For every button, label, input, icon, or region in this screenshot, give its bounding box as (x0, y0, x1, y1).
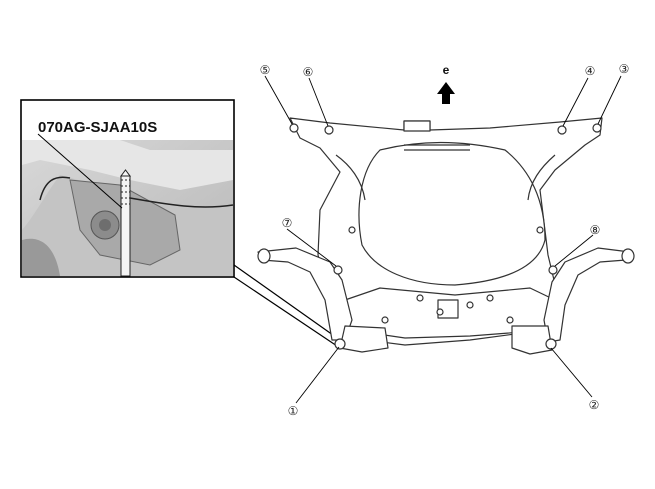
direction-label: e (443, 63, 450, 77)
front-subframe (257, 117, 635, 355)
front-direction-arrow: e (437, 63, 455, 104)
inset-connector (233, 264, 341, 347)
callout-3: ③ (619, 62, 630, 76)
callouts (264, 75, 622, 404)
callout-5: ⑤ (260, 63, 271, 77)
alignment-pin-icon (120, 169, 131, 277)
callout-2: ② (589, 398, 600, 412)
callout-4: ④ (585, 64, 596, 78)
detail-inset: 070AG-SJAA10S (20, 99, 235, 278)
callout-8: ⑧ (590, 223, 601, 237)
tool-label: 070AG-SJAA10S (38, 119, 157, 136)
tool-label-leader (37, 133, 123, 209)
callout-1: ① (288, 404, 299, 418)
callout-6: ⑥ (303, 65, 314, 79)
callout-7: ⑦ (282, 216, 293, 230)
